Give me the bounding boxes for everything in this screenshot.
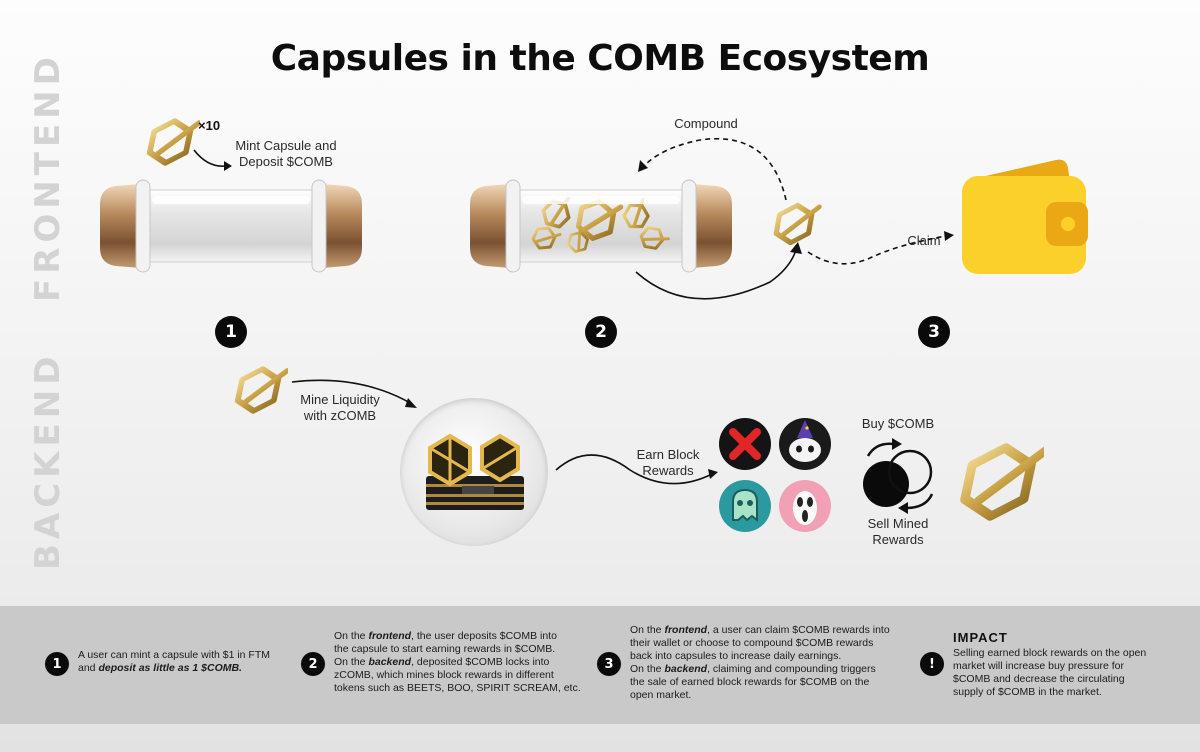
multiplier-text: ×10 bbox=[198, 118, 221, 133]
footer-1-line2-em: deposit as little as 1 $COMB. bbox=[98, 662, 242, 674]
compound-label: Compound bbox=[674, 116, 738, 131]
impact-title: IMPACT bbox=[953, 630, 1008, 645]
impact-line4: supply of $COMB in the market. bbox=[953, 686, 1102, 698]
buy-sell-cycle-icon bbox=[863, 438, 934, 514]
footer-2-l1-pre: On the bbox=[334, 630, 369, 642]
mint-label-line1: Mint Capsule and bbox=[235, 138, 337, 153]
sell-label-line1: Sell Mined bbox=[867, 516, 929, 531]
footer-2-line2: the capsule to start earning rewards in … bbox=[334, 643, 556, 655]
earn-block-rewards-label: Earn Block Rewards bbox=[620, 447, 716, 479]
earn-label-line2: Rewards bbox=[642, 463, 694, 478]
mint-capsule-label: Mint Capsule and Deposit $COMB bbox=[228, 138, 344, 170]
claim-label: Claim bbox=[907, 233, 941, 248]
footer-3-line3: back into capsules to increase daily ear… bbox=[630, 650, 842, 662]
buy-comb-label: Buy $COMB bbox=[861, 416, 935, 431]
footer-3-l4-post: , claiming and compounding triggers bbox=[707, 663, 876, 675]
footer-text-2: On the frontend, the user deposits $COMB… bbox=[334, 630, 584, 695]
footer-3-l1-em: frontend bbox=[664, 624, 708, 636]
step-3-badge: 3 bbox=[918, 316, 950, 348]
wizard-cat-token-icon bbox=[779, 418, 831, 470]
footer-2-l3-post: , deposited $COMB locks into bbox=[411, 656, 550, 668]
footer-3-line6: open market. bbox=[630, 689, 692, 701]
footer-3-line5: the sale of earned block rewards for $CO… bbox=[630, 676, 870, 688]
wallet-icon bbox=[962, 159, 1088, 274]
empty-capsule-icon bbox=[100, 179, 362, 273]
footer-text-impact: IMPACT Selling earned block rewards on t… bbox=[953, 630, 1173, 699]
footer-2-line5: tokens such as BEETS, BOO, SPIRIT SCREAM… bbox=[334, 682, 581, 694]
footer-3-l4-em: backend bbox=[664, 663, 708, 675]
footer-3-line1: On the frontend, a user can claim $COMB … bbox=[630, 624, 902, 637]
earn-label-line1: Earn Block bbox=[636, 447, 700, 462]
mine-liquidity-label: Mine Liquidity with zCOMB bbox=[292, 392, 388, 424]
mint-label-line2: Deposit $COMB bbox=[239, 154, 333, 169]
mine-label-line2: with zCOMB bbox=[303, 408, 377, 423]
page-title: Capsules in the COMB Ecosystem bbox=[270, 38, 930, 79]
footer-2-l1-em: frontend bbox=[368, 630, 412, 642]
footer-2-l3-pre: On the bbox=[334, 656, 369, 668]
impact-body: Selling earned block rewards on the open… bbox=[953, 647, 1173, 699]
mining-rig-graphic bbox=[426, 433, 524, 510]
footer-3-line4: On the backend, claiming and compounding… bbox=[630, 663, 902, 676]
footer-text-1: A user can mint a capsule with $1 in FTM… bbox=[78, 649, 288, 675]
footer-3-l1-post: , a user can claim $COMB rewards into bbox=[707, 624, 890, 636]
footer-text-3: On the frontend, a user can claim $COMB … bbox=[630, 624, 902, 702]
mining-rig-image bbox=[400, 398, 548, 546]
footer-2-line4: zCOMB, which mines block rewards in diff… bbox=[334, 669, 554, 681]
footer-3-line2: their wallet or choose to compound $COMB… bbox=[630, 637, 874, 649]
footer-3-l1-pre: On the bbox=[630, 624, 665, 636]
filled-capsule-icon bbox=[470, 179, 732, 273]
footer-1-line2: and deposit as little as 1 $COMB. bbox=[78, 662, 288, 675]
footer-3-l4-pre: On the bbox=[630, 663, 665, 675]
red-x-token-icon bbox=[719, 418, 771, 470]
footer-1-line1: A user can mint a capsule with $1 in FTM bbox=[78, 649, 270, 661]
impact-line3: $COMB and decrease the circulating bbox=[953, 673, 1125, 685]
sell-label-line2: Rewards bbox=[872, 532, 924, 547]
step-2-badge: 2 bbox=[585, 316, 617, 348]
footer-2-line1: On the frontend, the user deposits $COMB… bbox=[334, 630, 584, 643]
step-1-badge: 1 bbox=[215, 316, 247, 348]
footer-badge-3: 3 bbox=[597, 652, 621, 676]
footer-badge-impact: ! bbox=[920, 652, 944, 676]
footer-2-line3: On the backend, deposited $COMB locks in… bbox=[334, 656, 584, 669]
footer-badge-1: 1 bbox=[45, 652, 69, 676]
impact-line2: market will increase buy pressure for bbox=[953, 660, 1124, 672]
footer-2-l1-post: , the user deposits $COMB into bbox=[411, 630, 557, 642]
footer-badge-2: 2 bbox=[301, 652, 325, 676]
scream-mask-token-icon bbox=[779, 480, 831, 532]
sell-mined-rewards-label: Sell Mined Rewards bbox=[856, 516, 940, 548]
ghost-token-icon bbox=[719, 480, 771, 532]
mine-label-line1: Mine Liquidity bbox=[300, 392, 380, 407]
impact-line1: Selling earned block rewards on the open bbox=[953, 647, 1147, 659]
footer-1-line2-pre: and bbox=[78, 662, 99, 674]
footer-2-l3-em: backend bbox=[368, 656, 412, 668]
